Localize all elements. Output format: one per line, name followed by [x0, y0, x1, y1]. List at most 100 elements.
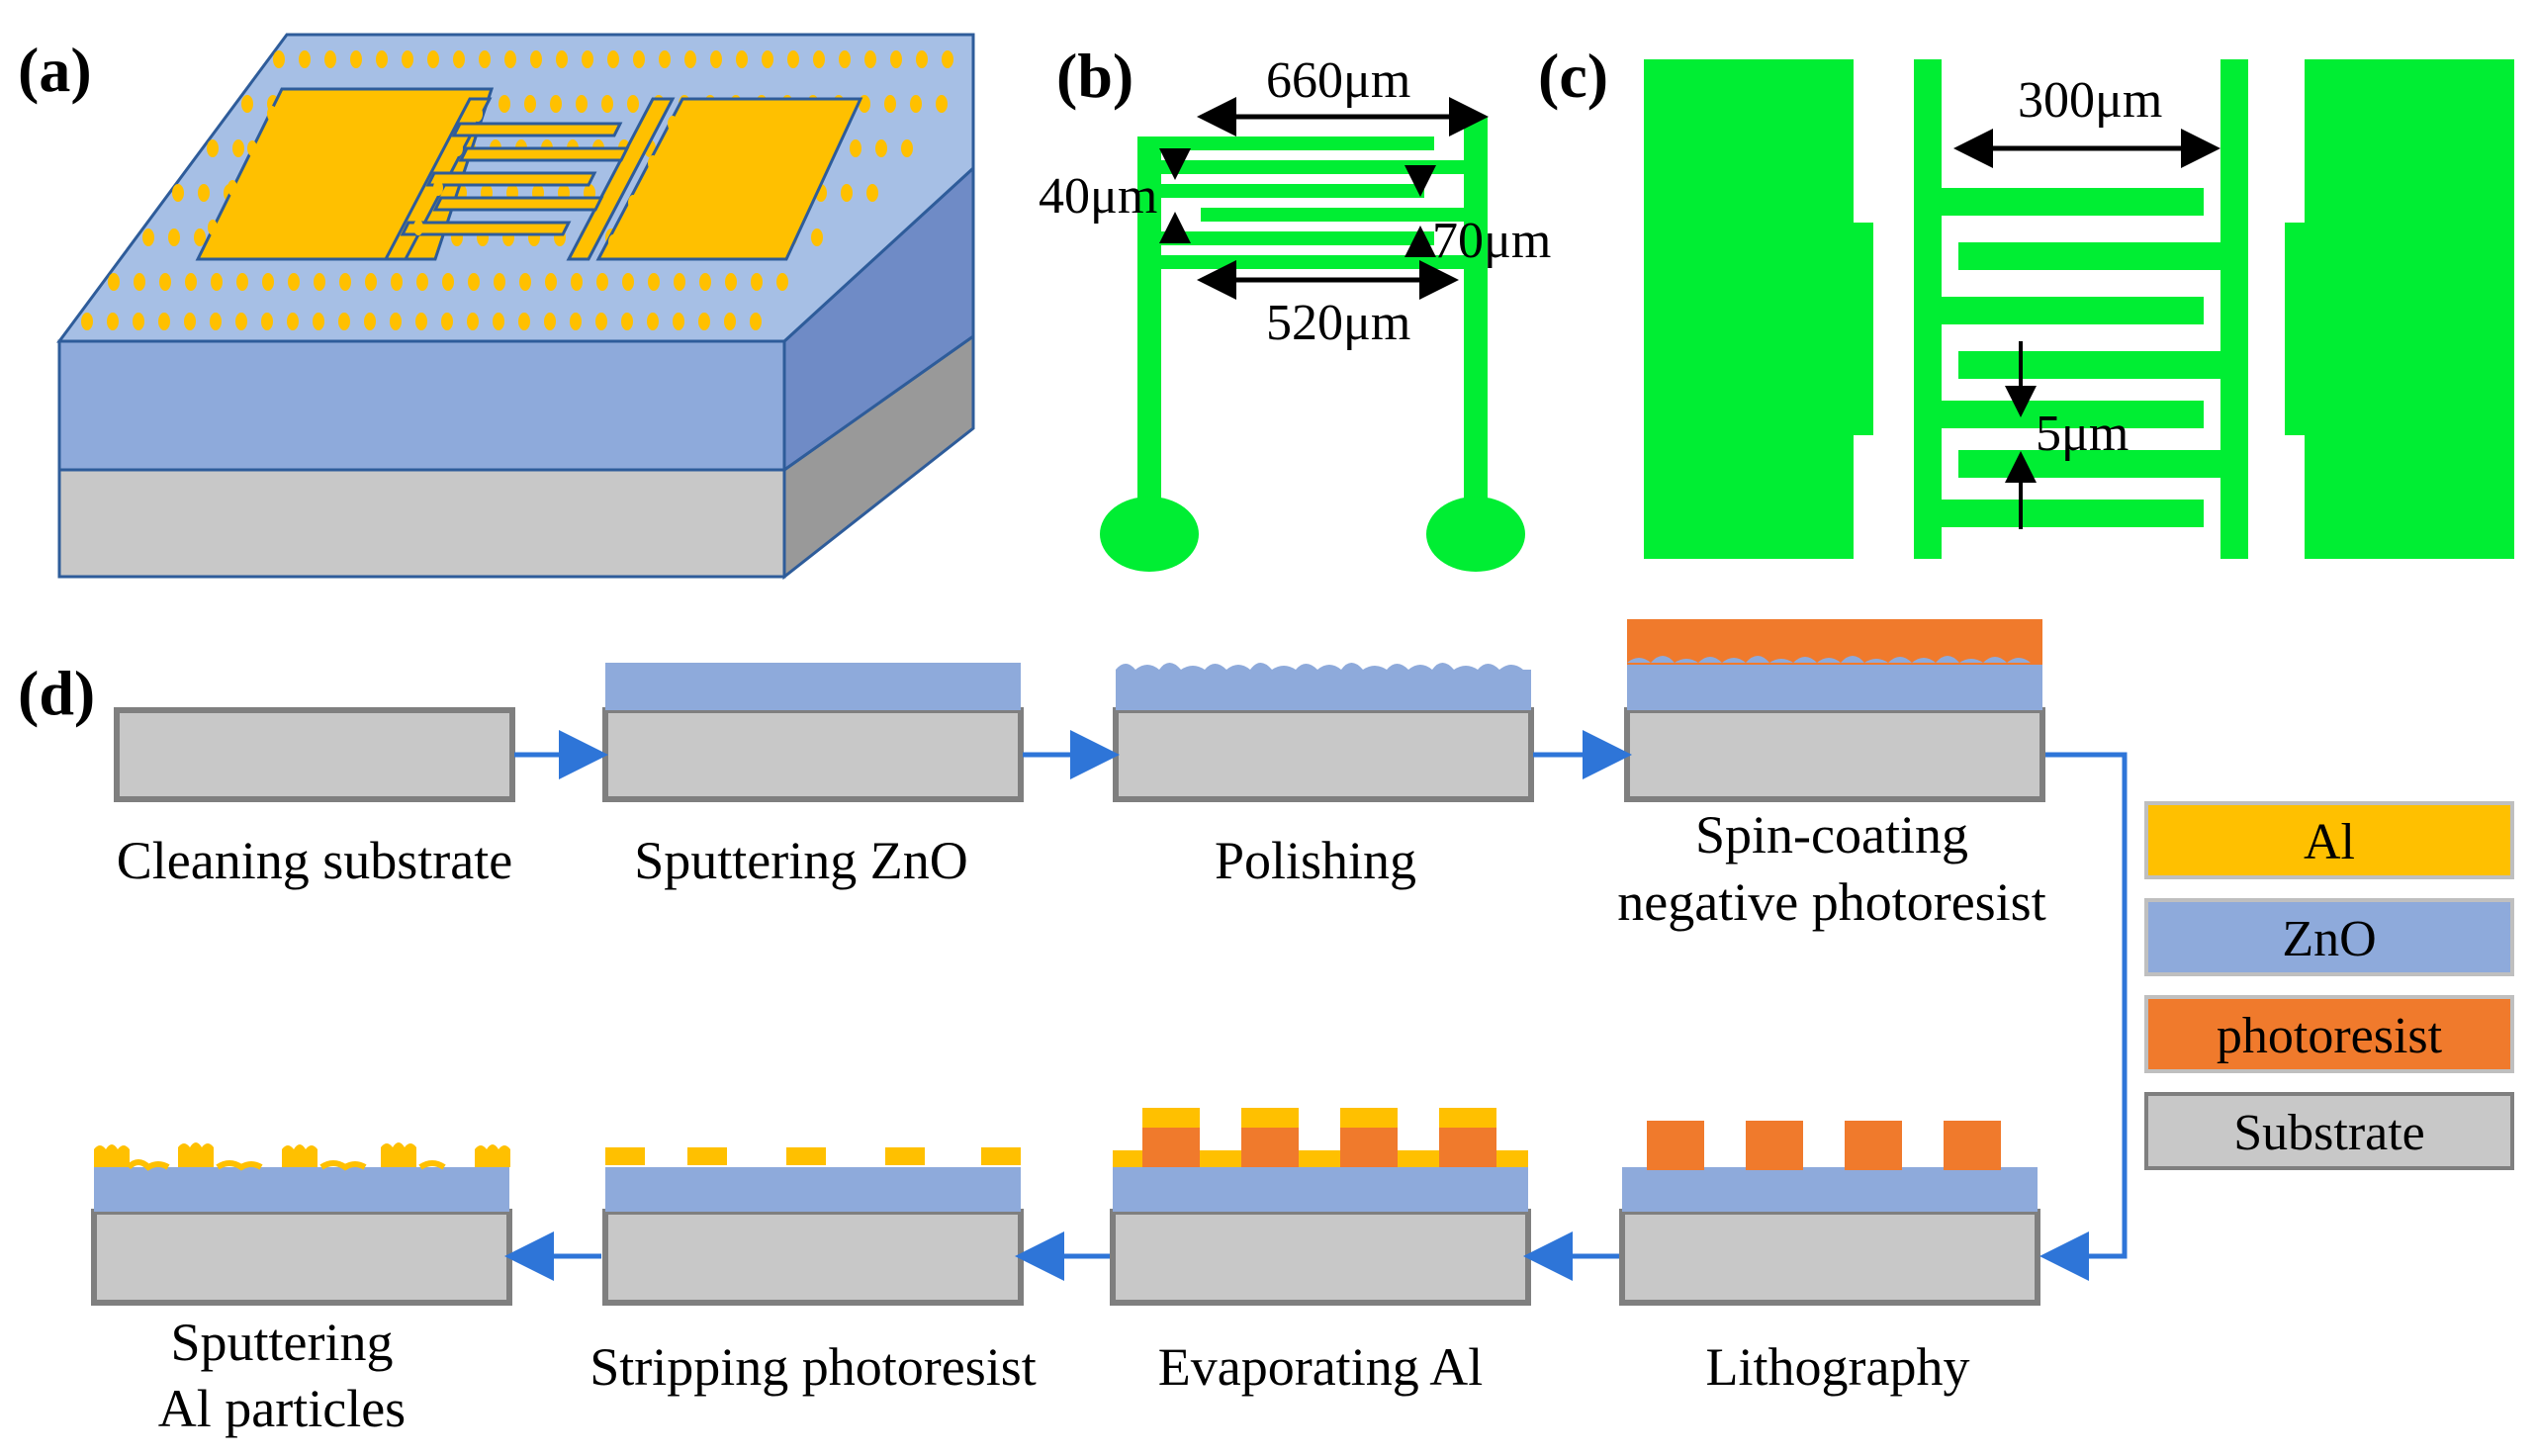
al-particle: [313, 313, 324, 330]
al-particle: [207, 139, 219, 157]
al-particle: [680, 195, 689, 211]
legend-swatch-substrate: [2144, 1092, 2514, 1170]
al-particle: [442, 273, 454, 291]
al-particle: [850, 139, 861, 157]
electrode-finger: [432, 196, 604, 212]
legend-label-substrate: Substrate: [2233, 1105, 2425, 1161]
al-particle: [822, 116, 832, 132]
panel-label-c: (c): [1538, 41, 1608, 111]
al-particle: [737, 234, 747, 250]
dim-label-520: 520μm: [1266, 295, 1410, 351]
al-particle: [324, 50, 336, 68]
al-particle: [198, 184, 210, 202]
panel-b-idt-layout: (b) 660μm 40μm 70μm 520μm: [1039, 41, 1551, 572]
al-particle: [285, 220, 295, 235]
al-particle: [518, 313, 530, 330]
al-particle: [376, 140, 386, 156]
al-particle: [370, 106, 380, 122]
dim-label-660: 660μm: [1266, 52, 1410, 109]
al-particle: [571, 273, 583, 291]
al-particle: [293, 106, 303, 122]
al-particle: [776, 273, 788, 291]
step-sputtering-zno: [602, 663, 1024, 802]
al-particle: [324, 140, 334, 156]
al-particle: [267, 106, 277, 122]
al-particle: [208, 220, 218, 235]
al-particle: [936, 95, 948, 113]
al-particle: [570, 313, 582, 330]
al-particle: [453, 50, 465, 68]
al-particle: [227, 180, 237, 196]
al-particle: [622, 273, 634, 291]
al-particle: [757, 195, 767, 211]
al-particle: [236, 273, 248, 291]
al-particle: [699, 273, 711, 291]
al-particle: [776, 155, 786, 171]
al-particle: [311, 220, 320, 235]
al-particle: [382, 180, 392, 196]
interdigital-fingers: [400, 122, 630, 236]
al-particle: [273, 50, 285, 68]
step-cleaning-substrate: [114, 707, 515, 802]
al-particle: [839, 50, 851, 68]
arrow-4-5: [2039, 752, 2128, 1281]
al-particle: [402, 50, 413, 68]
dim-label-40: 40μm: [1039, 168, 1157, 225]
al-particle: [524, 95, 536, 113]
legend-item-photoresist: photoresist: [2144, 995, 2514, 1073]
al-particle: [901, 139, 913, 157]
legend-swatch-zno: [2144, 898, 2514, 976]
al-particle: [473, 106, 483, 122]
caption-step-4-line1: Spin-coating: [1695, 805, 1968, 864]
al-particle: [159, 273, 171, 291]
caption-step-2: Sputtering ZnO: [634, 831, 967, 890]
step-lithography: [1619, 1121, 2040, 1306]
al-particle: [648, 273, 660, 291]
al-particle: [736, 50, 748, 68]
al-particle: [299, 50, 311, 68]
al-particle: [194, 228, 206, 246]
al-particle: [421, 106, 431, 122]
panel-label-a: (a): [18, 35, 92, 105]
legend-item-al: Al: [2144, 801, 2514, 879]
al-particle: [841, 184, 853, 202]
al-particle: [711, 234, 721, 250]
electrode-finger: [458, 146, 630, 162]
al-particle: [576, 95, 588, 113]
panel-c-idt-zoom: (c) 300μm 5μm: [1538, 41, 2514, 559]
al-particle: [660, 234, 670, 250]
al-particle: [288, 273, 300, 291]
al-particle: [685, 234, 695, 250]
legend-label-photoresist: photoresist: [2217, 1008, 2443, 1064]
al-particle: [647, 313, 659, 330]
zno-front-face: [57, 339, 786, 472]
dim-label-5: 5μm: [2036, 406, 2129, 462]
al-particle: [134, 273, 145, 291]
al-particle: [731, 195, 741, 211]
electrode-finger: [425, 171, 597, 187]
al-particle: [607, 50, 619, 68]
al-particle: [684, 50, 696, 68]
al-particle: [168, 228, 180, 246]
al-particle: [299, 140, 309, 156]
al-particle: [235, 313, 247, 330]
process-flow-arrows: [504, 730, 2128, 1281]
al-particle: [362, 220, 372, 235]
al-particle: [787, 50, 799, 68]
legend-item-zno: ZnO: [2144, 898, 2514, 976]
al-particle: [108, 273, 120, 291]
al-particle: [253, 180, 263, 196]
al-particle: [350, 50, 362, 68]
al-particle: [441, 313, 453, 330]
caption-step-8-line2: Al particles: [158, 1379, 406, 1438]
al-particle: [498, 95, 510, 113]
al-particle: [504, 50, 516, 68]
al-particle: [802, 155, 812, 171]
caption-step-7: Stripping photoresist: [589, 1337, 1037, 1397]
panel-label-d: (d): [18, 658, 95, 728]
legend-label-al: Al: [2304, 814, 2355, 870]
al-particle: [519, 273, 531, 291]
al-particle: [875, 139, 887, 157]
al-particle: [211, 273, 223, 291]
al-particle: [415, 313, 427, 330]
